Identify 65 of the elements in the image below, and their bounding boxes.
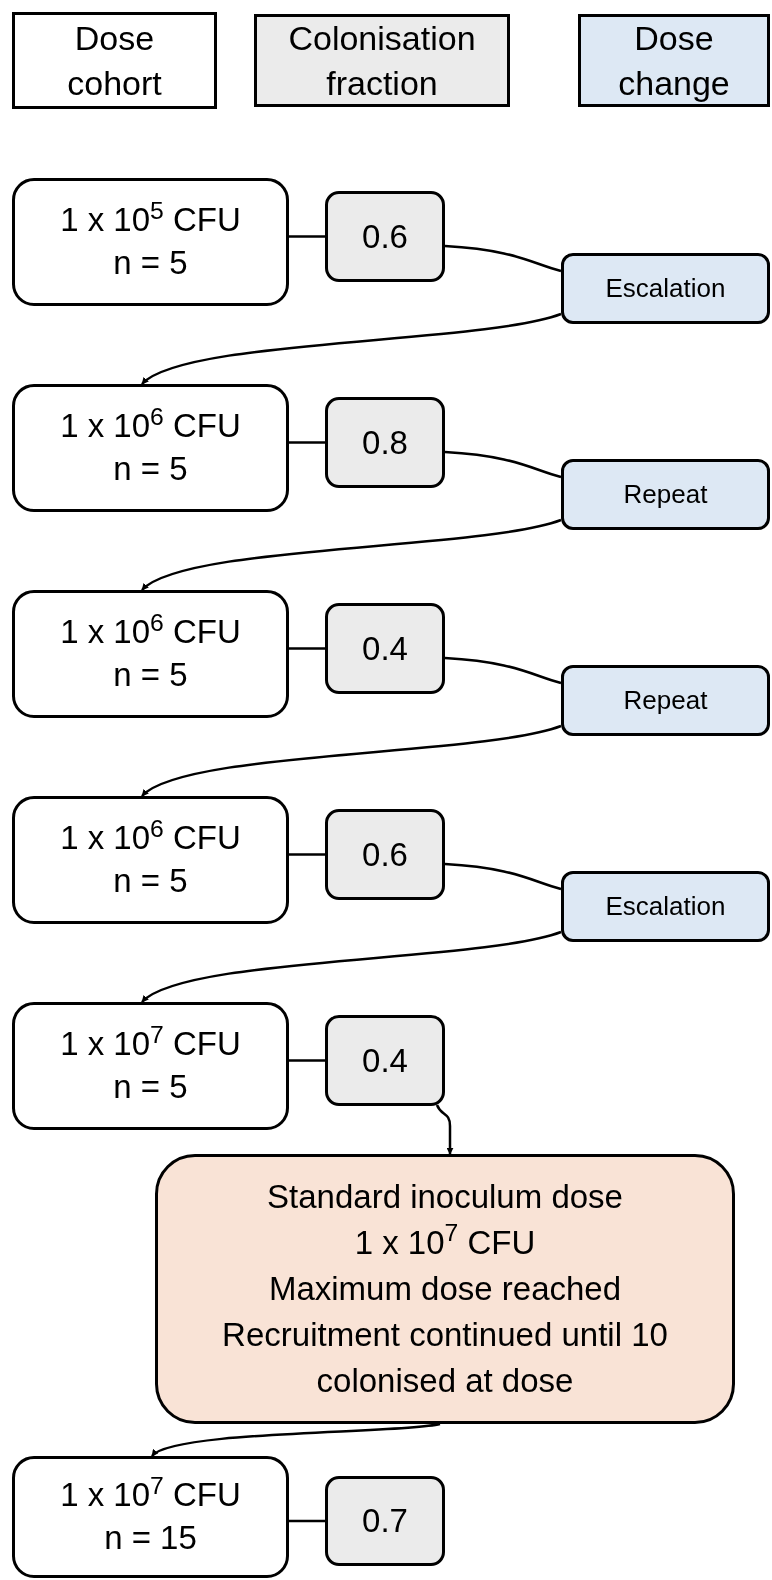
fraction-box xyxy=(325,603,445,694)
box-text: 1 x 10$^{6}$ CFU xyxy=(60,611,241,653)
box-text: 0.4 xyxy=(362,1040,408,1081)
dose-cohort-box xyxy=(12,590,289,718)
box-text: n = 5 xyxy=(113,243,188,283)
connector-line xyxy=(289,647,325,650)
box-text: 1 x 10$^{5}$ CFU xyxy=(60,199,241,241)
fraction-box xyxy=(325,1476,445,1566)
box-text: 1 x 10$^{7}$ CFU xyxy=(354,1219,536,1263)
connector-line xyxy=(289,1519,325,1523)
box-text: n = 5 xyxy=(113,449,188,489)
dose-change-box xyxy=(561,253,770,324)
box-text: Recruitment continued until 10 colonised at dose xyxy=(221,1315,669,1402)
connector-line xyxy=(289,853,325,856)
box-text: 1 x 10$^{6}$ CFU xyxy=(60,405,241,447)
dose-cohort-box xyxy=(12,1456,289,1578)
connector-line xyxy=(444,862,562,891)
box-text: 0.6 xyxy=(362,216,408,257)
connector-line xyxy=(289,441,325,444)
box-text: Escalation xyxy=(605,890,726,923)
box-text: 0.6 xyxy=(362,834,408,875)
fraction-box xyxy=(325,397,445,488)
box-text: Escalation xyxy=(605,272,726,305)
box-text: n = 5 xyxy=(113,861,188,901)
connector-line xyxy=(444,450,562,479)
dose-cohort-box xyxy=(12,384,289,512)
connector-line xyxy=(444,244,562,273)
box-text: Repeat xyxy=(623,478,708,511)
fraction-box xyxy=(325,1015,445,1106)
dose-cohort-box xyxy=(12,796,289,924)
box-text: 0.8 xyxy=(362,422,408,463)
box-text: 0.7 xyxy=(362,1501,408,1542)
box-text: n = 5 xyxy=(113,1067,188,1107)
arrow xyxy=(151,1422,441,1458)
box-text: Dose cohort xyxy=(66,18,163,104)
box-text: Maximum dose reached xyxy=(268,1268,622,1309)
standard-dose-box xyxy=(155,1154,735,1424)
connector-line xyxy=(289,235,325,238)
box-text: n = 5 xyxy=(113,655,188,695)
dose-cohort-box xyxy=(12,178,289,306)
box-text: Repeat xyxy=(623,684,708,717)
arrow xyxy=(141,930,562,1004)
box-text: 1 x 10$^{7}$ CFU xyxy=(60,1023,241,1065)
dose-change-box xyxy=(561,665,770,736)
box-text: 0.4 xyxy=(362,628,408,669)
arrow xyxy=(435,1104,454,1155)
dose-change-box xyxy=(561,871,770,942)
legend-header-box xyxy=(12,12,217,109)
box-text: n = 15 xyxy=(104,1518,197,1558)
connector-line xyxy=(444,656,562,685)
arrow xyxy=(141,312,562,386)
legend-header-box xyxy=(578,14,770,107)
dose-change-box xyxy=(561,459,770,530)
legend-header-box xyxy=(254,14,510,107)
fraction-box xyxy=(325,191,445,282)
box-text: Dose change xyxy=(617,18,731,104)
box-text: 1 x 10$^{6}$ CFU xyxy=(60,817,241,859)
fraction-box xyxy=(325,809,445,900)
dose-cohort-box xyxy=(12,1002,289,1130)
arrow xyxy=(141,724,562,798)
connector-line xyxy=(289,1059,325,1062)
box-text: Standard inoculum dose xyxy=(267,1176,623,1217)
box-text: 1 x 10$^{7}$ CFU xyxy=(60,1474,241,1516)
box-text: Colonisation fraction xyxy=(287,18,477,104)
arrow xyxy=(141,518,562,592)
